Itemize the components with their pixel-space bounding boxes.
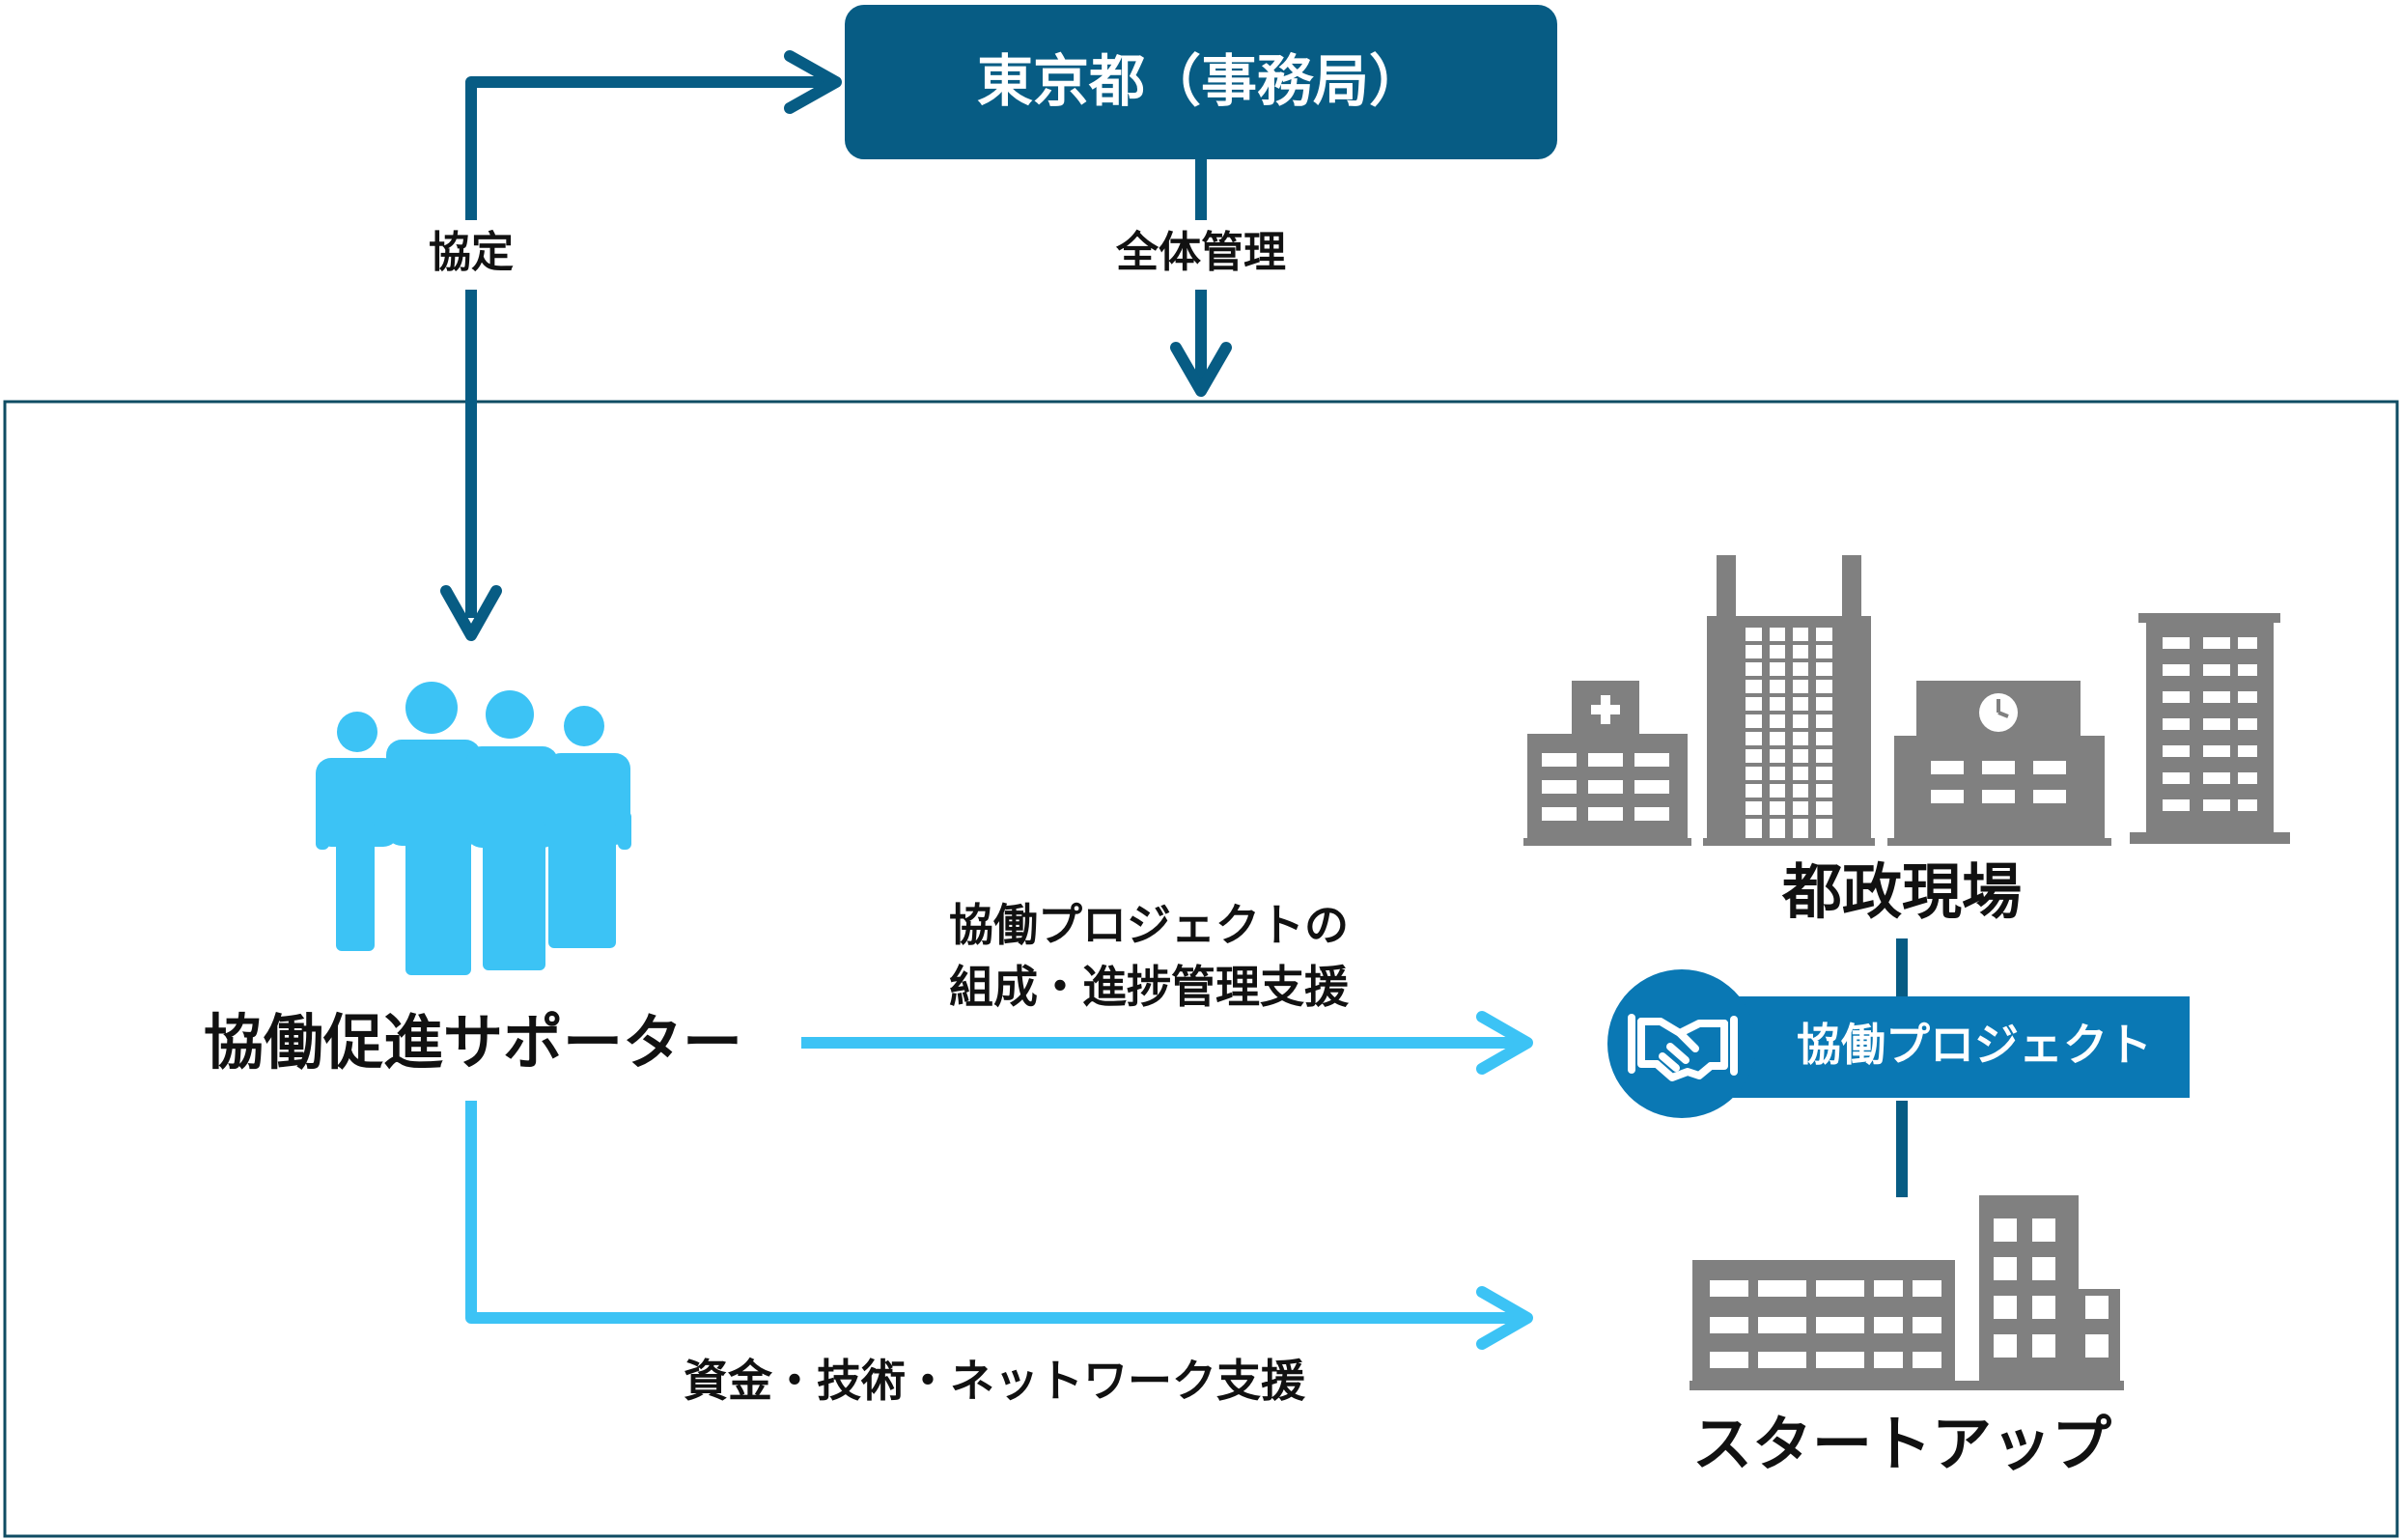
- startup-office-icon: [1690, 1195, 2124, 1390]
- agreement-connector: [465, 76, 830, 618]
- highrise-building-icon: [2130, 613, 2290, 844]
- overall-management-label: 全体管理: [1116, 228, 1286, 277]
- supporter-label: 協働促進サポーター: [203, 1007, 742, 1078]
- project-support-label-line1: 協働プロジェクトの: [949, 899, 1349, 951]
- government-site-label: 都政現場: [1781, 856, 2022, 927]
- office-tower-icon: [1703, 555, 1875, 846]
- main-frame: [3, 400, 2399, 1538]
- funding-support-arrow: [465, 1101, 1525, 1324]
- handshake-badge: [1607, 969, 1756, 1118]
- tokyo-secretariat-label: 東京都（事務局）: [976, 48, 1425, 114]
- handshake-icon: [1628, 1014, 1738, 1081]
- agreement-label-bg: [425, 220, 517, 290]
- people-group-icon: [316, 682, 631, 975]
- project-banner: [1733, 996, 2190, 1098]
- tokyo-secretariat-box: [845, 5, 1557, 159]
- management-arrowhead: [1170, 342, 1232, 397]
- funding-support-label: 資金・技術・ネットワーク支援: [684, 1355, 1305, 1407]
- management-label-bg: [1089, 220, 1313, 290]
- agreement-arrowhead-down: [440, 585, 502, 641]
- agreement-label: 協定: [429, 228, 514, 277]
- hospital-building-icon: [1523, 681, 1691, 846]
- startup-label: スタートアップ: [1691, 1409, 2111, 1479]
- funding-support-arrowhead: [1476, 1286, 1533, 1350]
- school-building-icon: [1887, 681, 2111, 846]
- agreement-arrowhead-right: [784, 50, 842, 114]
- project-banner-label: 協働プロジェクト: [1797, 1019, 2152, 1071]
- project-support-arrowhead: [1476, 1011, 1533, 1075]
- project-support-label-line2: 組成・進捗管理支援: [949, 961, 1349, 1013]
